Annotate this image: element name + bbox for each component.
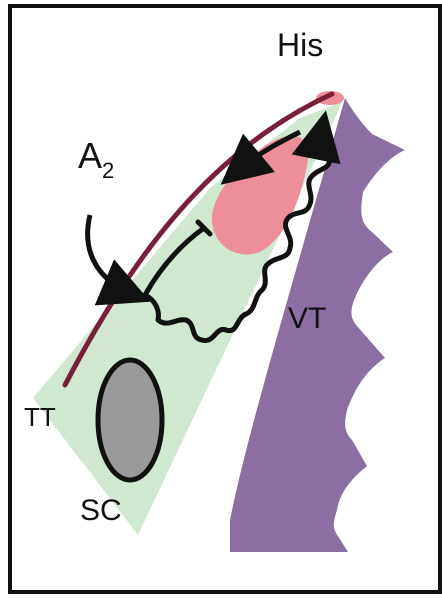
his-label: His	[277, 27, 323, 63]
a2-label-main: A	[78, 135, 102, 176]
vt-label: VT	[288, 302, 326, 335]
sc-label: SC	[80, 494, 122, 527]
coronary-sinus	[98, 360, 162, 480]
a2-label-subscript: 2	[102, 158, 114, 183]
tt-label: TT	[24, 402, 56, 432]
